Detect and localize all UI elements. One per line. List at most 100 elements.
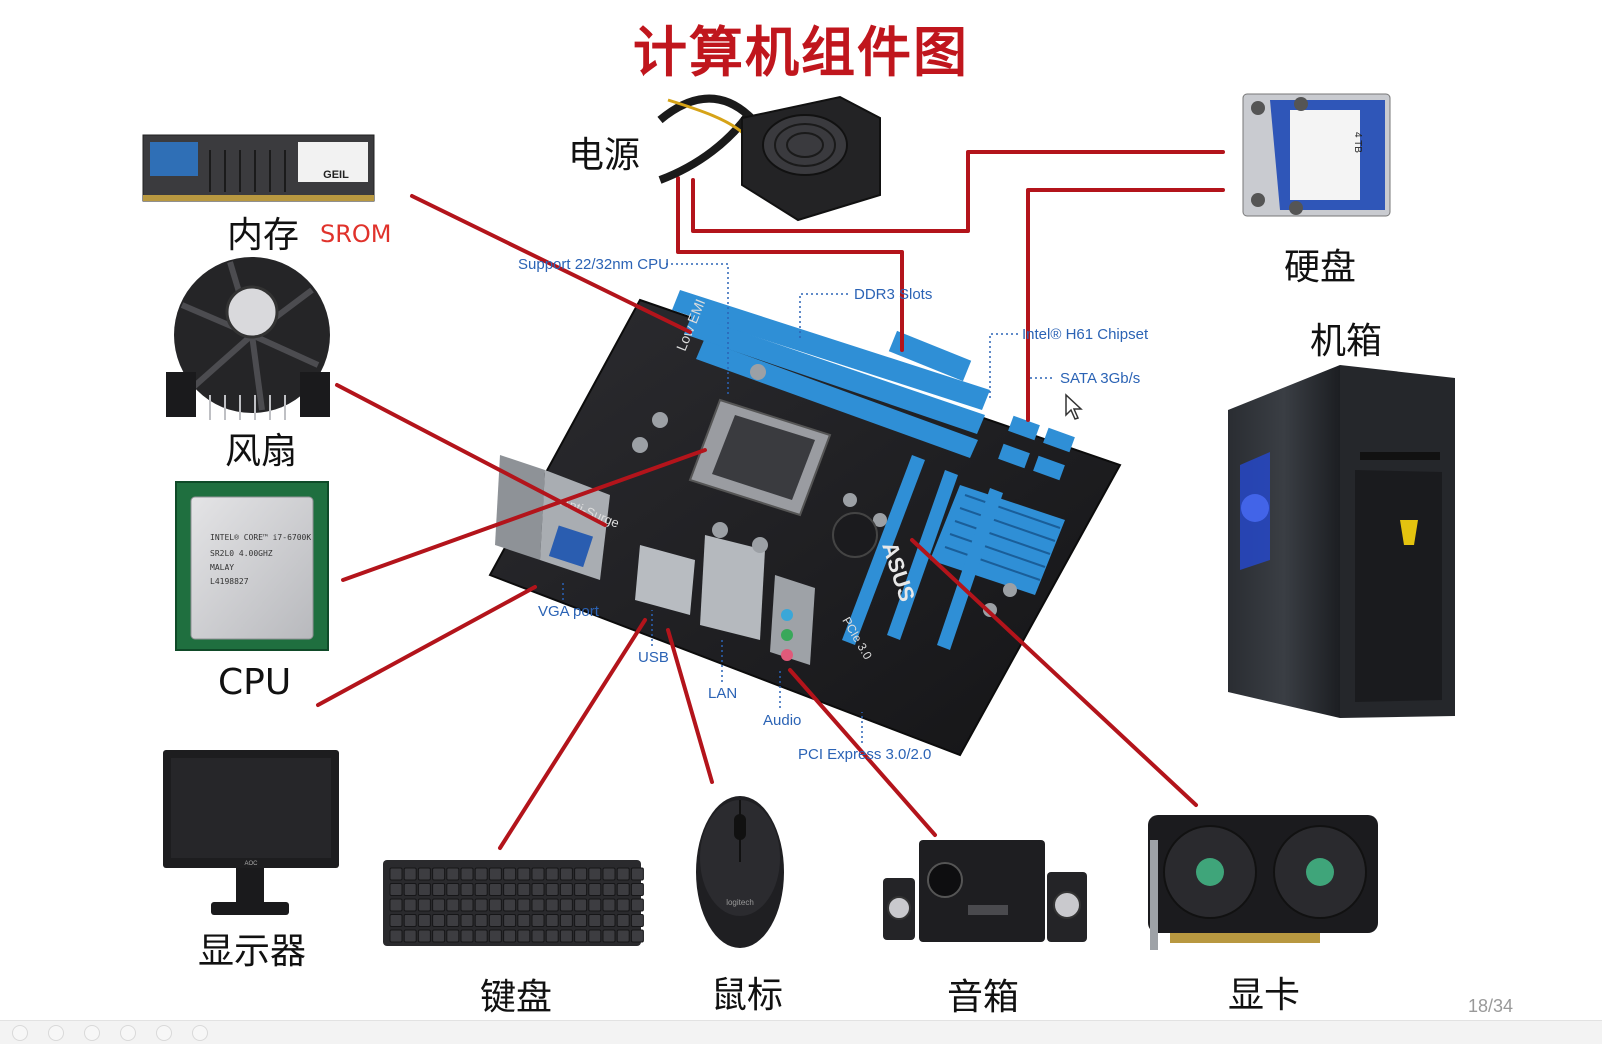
keyboard-key <box>616 929 630 943</box>
keyboard-key <box>517 914 531 927</box>
keyboard-key <box>403 898 417 912</box>
keyboard-key <box>432 914 446 927</box>
monitor-image: AOC <box>163 750 339 915</box>
memory-image: GEIL <box>142 134 375 202</box>
nav-dot[interactable] <box>84 1025 100 1041</box>
slide-nav-bar <box>0 1020 1602 1044</box>
nav-dot[interactable] <box>156 1025 172 1041</box>
nav-dot[interactable] <box>120 1025 136 1041</box>
keyboard-key <box>559 898 573 912</box>
keyboard-key <box>403 929 417 943</box>
label-fan: 风扇 <box>225 431 298 472</box>
keyboard-key <box>616 914 630 927</box>
keyboard-key <box>460 898 474 912</box>
keyboard-key <box>389 867 403 881</box>
keyboard-key <box>403 914 417 927</box>
nav-dot[interactable] <box>12 1025 28 1041</box>
mb-callouts <box>562 263 1052 743</box>
nav-dot[interactable] <box>48 1025 64 1041</box>
monitor-brand-text: AOC <box>244 861 258 867</box>
keyboard-key <box>432 883 446 896</box>
cpu-text-line3: MALAY <box>210 563 234 572</box>
keyboard-key <box>474 914 488 927</box>
connector-power-24pin <box>676 176 904 352</box>
keyboard-key <box>616 867 630 881</box>
keyboard-key <box>460 867 474 881</box>
keyboard-key <box>389 883 403 896</box>
connector-memory <box>410 194 692 334</box>
keyboard-key <box>602 883 616 896</box>
keyboard-key <box>446 867 460 881</box>
keyboard-key <box>559 929 573 943</box>
mb-label-ddr3: DDR3 Slots <box>854 286 933 303</box>
keyboard-key <box>517 929 531 943</box>
keyboard-key <box>517 898 531 912</box>
hdd-capacity-text: 4 TB <box>1352 132 1363 153</box>
keyboard-key <box>545 867 559 881</box>
keyboard-key <box>588 898 602 912</box>
keyboard-key <box>417 914 431 927</box>
connector-keyboard <box>498 618 647 850</box>
label-mouse: 鼠标 <box>711 975 784 1016</box>
mb-label-vga: VGA port <box>538 603 599 620</box>
mb-label-pcie: PCI Express 3.0/2.0 <box>798 746 932 763</box>
keyboard-key <box>574 914 588 927</box>
connector-cpu <box>341 448 707 582</box>
keyboard-key <box>517 883 531 896</box>
keyboard-key <box>460 883 474 896</box>
nav-dot[interactable] <box>192 1025 208 1041</box>
keyboard-key <box>403 867 417 881</box>
case-image <box>1228 365 1455 718</box>
keyboard-key <box>602 898 616 912</box>
keyboard-key <box>474 867 488 881</box>
gpu-image <box>1148 815 1378 950</box>
keyboard-key <box>474 898 488 912</box>
keyboard-key <box>446 898 460 912</box>
keyboard-key <box>503 914 517 927</box>
keyboard-key <box>574 867 588 881</box>
keyboard-key <box>559 883 573 896</box>
connector-lines <box>316 150 1225 850</box>
keyboard-key <box>545 898 559 912</box>
label-gpu: 显卡 <box>1228 975 1301 1016</box>
power-supply-image <box>657 94 881 222</box>
keyboard-key <box>417 898 431 912</box>
keyboard-key <box>432 898 446 912</box>
keyboard-key <box>588 929 602 943</box>
keyboard-key <box>602 929 616 943</box>
page-number: 18/34 <box>1468 996 1514 1016</box>
keyboard-key <box>545 883 559 896</box>
keyboard-key <box>460 929 474 943</box>
keyboard-key <box>446 883 460 896</box>
keyboard-key <box>588 914 602 927</box>
connector-gpu <box>910 538 1198 807</box>
keyboard-key <box>588 867 602 881</box>
fan-image <box>166 257 330 420</box>
keyboard-key <box>630 929 644 943</box>
keyboard-key <box>389 898 403 912</box>
keyboard-key <box>545 914 559 927</box>
cpu-text-line4: L4198827 <box>210 577 249 586</box>
label-hdd: 硬盘 <box>1284 247 1357 288</box>
keyboard-key <box>460 914 474 927</box>
keyboard-key <box>531 898 545 912</box>
ram-brand-text: GEIL <box>323 169 349 181</box>
label-memory: 内存 <box>227 215 300 256</box>
mouse-image: logitech <box>696 796 784 948</box>
keyboard-key <box>503 883 517 896</box>
keyboard-key <box>559 867 573 881</box>
keyboard-key <box>559 914 573 927</box>
keyboard-key <box>389 914 403 927</box>
connector-hdd-sata <box>1026 188 1225 422</box>
keyboard-key <box>574 883 588 896</box>
mb-label-cpu-support: Support 22/32nm CPU <box>518 256 669 273</box>
keyboard-key <box>574 898 588 912</box>
mb-label-lan: LAN <box>708 685 738 702</box>
keyboard-key <box>417 929 431 943</box>
mb-label-usb: USB <box>638 649 669 666</box>
keyboard-image <box>383 860 644 946</box>
keyboard-key <box>474 929 488 943</box>
mb-label-audio: Audio <box>763 712 802 729</box>
keyboard-key <box>403 883 417 896</box>
keyboard-key <box>517 867 531 881</box>
